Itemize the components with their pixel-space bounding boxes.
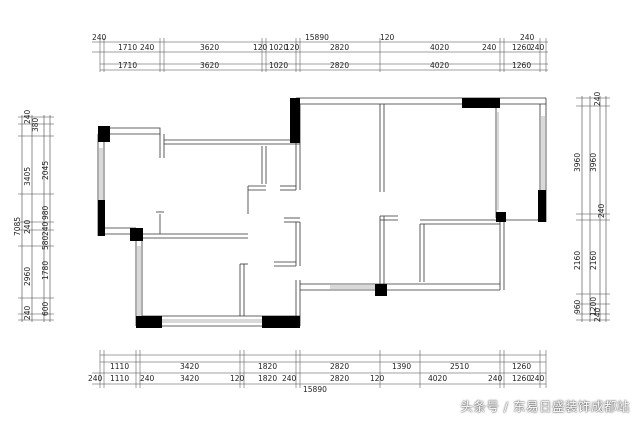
dim-left-outer: 3405 xyxy=(23,167,32,186)
dim-top-row1: 4020 xyxy=(430,43,449,52)
dim-top-row1: 240 xyxy=(482,43,497,52)
dim-right-outer: 960 xyxy=(573,299,582,314)
dim-left-inner: 240 xyxy=(41,221,50,236)
dim-top-overall: 15890 xyxy=(305,33,329,42)
dim-bottom-row1: 1260 xyxy=(512,362,531,371)
dim-bottom-row1: 3420 xyxy=(180,362,199,371)
dim-right-outer: 240 xyxy=(593,307,602,322)
dim-right-inner: 2160 xyxy=(589,251,598,270)
dim-top-row2: 4020 xyxy=(430,61,449,70)
wall-outlines xyxy=(97,97,547,327)
dim-bottom-row2: 240 xyxy=(88,374,103,383)
dim-bottom-row2: 1820 xyxy=(258,374,277,383)
dim-left-outer: 240 xyxy=(23,219,32,234)
dim-top-row1: 2820 xyxy=(330,43,349,52)
dim-top-row1: 3620 xyxy=(200,43,219,52)
dim-top-row2: 1260 xyxy=(512,61,531,70)
dim-bottom-total: 15890 xyxy=(303,385,327,394)
dim-top-row1: 1710 xyxy=(118,43,137,52)
dim-left-outer: 240 xyxy=(23,109,32,124)
dim-bottom-row2: 120 xyxy=(230,374,245,383)
dim-right-outer: 240 xyxy=(593,91,602,106)
dim-top-overall: 240 xyxy=(92,33,107,42)
dim-right-inner: 3960 xyxy=(589,153,598,172)
dim-bottom-row2: 1110 xyxy=(110,374,129,383)
dim-bottom-row2: 240 xyxy=(488,374,503,383)
dim-bottom-row2: 240 xyxy=(530,374,545,383)
dim-left-inner: 600 xyxy=(41,301,50,316)
dim-left-outer: 2960 xyxy=(23,267,32,286)
dim-bottom-row1: 2510 xyxy=(450,362,469,371)
dim-bottom-row2: 120 xyxy=(370,374,385,383)
windows xyxy=(99,112,545,323)
dim-bottom-row1: 1110 xyxy=(110,362,129,371)
dim-top-row2: 1710 xyxy=(118,61,137,70)
dimension-lines xyxy=(18,38,610,388)
dim-top-row1: 120 xyxy=(285,43,300,52)
dim-top-row1: 240 xyxy=(530,43,545,52)
dim-left-outer: 380 xyxy=(31,117,40,132)
left-dimension-labels: 240 380 3405 7085 240 2960 240 2045 980 … xyxy=(13,109,50,320)
dim-bottom-row1: 2820 xyxy=(330,362,349,371)
dim-bottom-row2: 4020 xyxy=(428,374,447,383)
dim-top-overall: 240 xyxy=(520,33,535,42)
dim-right-inner: 240 xyxy=(597,203,606,218)
dim-left-inner: 2045 xyxy=(41,161,50,180)
dim-left-inner: 1780 xyxy=(41,261,50,280)
dim-bottom-row2: 3420 xyxy=(180,374,199,383)
dim-top-row2: 3620 xyxy=(200,61,219,70)
dim-bottom-row2: 240 xyxy=(282,374,297,383)
dim-top-row1: 240 xyxy=(140,43,155,52)
dim-bottom-row1: 1390 xyxy=(392,362,411,371)
dim-top-row1: 1260 xyxy=(512,43,531,52)
top-dimension-labels: 240 15890 120 240 1710 240 3620 120 1020… xyxy=(92,33,545,70)
dim-left-outer: 7085 xyxy=(13,217,22,236)
dim-left-inner: 580 xyxy=(41,235,50,250)
dim-right-inner: 1200 xyxy=(589,297,598,316)
dim-top-row1: 1020 xyxy=(269,43,288,52)
dim-bottom-row2: 240 xyxy=(140,374,155,383)
dim-bottom-row2: 2820 xyxy=(330,374,349,383)
dim-left-outer: 240 xyxy=(23,305,32,320)
bottom-dimension-labels: 1110 3420 1820 2820 1390 2510 1260 240 1… xyxy=(88,362,545,394)
dim-bottom-row2: 1260 xyxy=(512,374,531,383)
dim-left-inner: 980 xyxy=(41,205,50,220)
dim-top-overall: 120 xyxy=(380,33,395,42)
dim-top-row1: 120 xyxy=(253,43,268,52)
structural-columns xyxy=(98,98,546,328)
dim-top-row2: 1020 xyxy=(269,61,288,70)
dim-bottom-row1: 1820 xyxy=(258,362,277,371)
dim-right-outer: 2160 xyxy=(573,251,582,270)
watermark: 头条号 / 东易日盛装饰成都站 xyxy=(460,399,630,414)
dim-right-outer: 3960 xyxy=(573,153,582,172)
dim-top-row2: 2820 xyxy=(330,61,349,70)
right-dimension-labels: 240 3960 2160 960 240 3960 2160 1200 240 xyxy=(573,91,606,322)
